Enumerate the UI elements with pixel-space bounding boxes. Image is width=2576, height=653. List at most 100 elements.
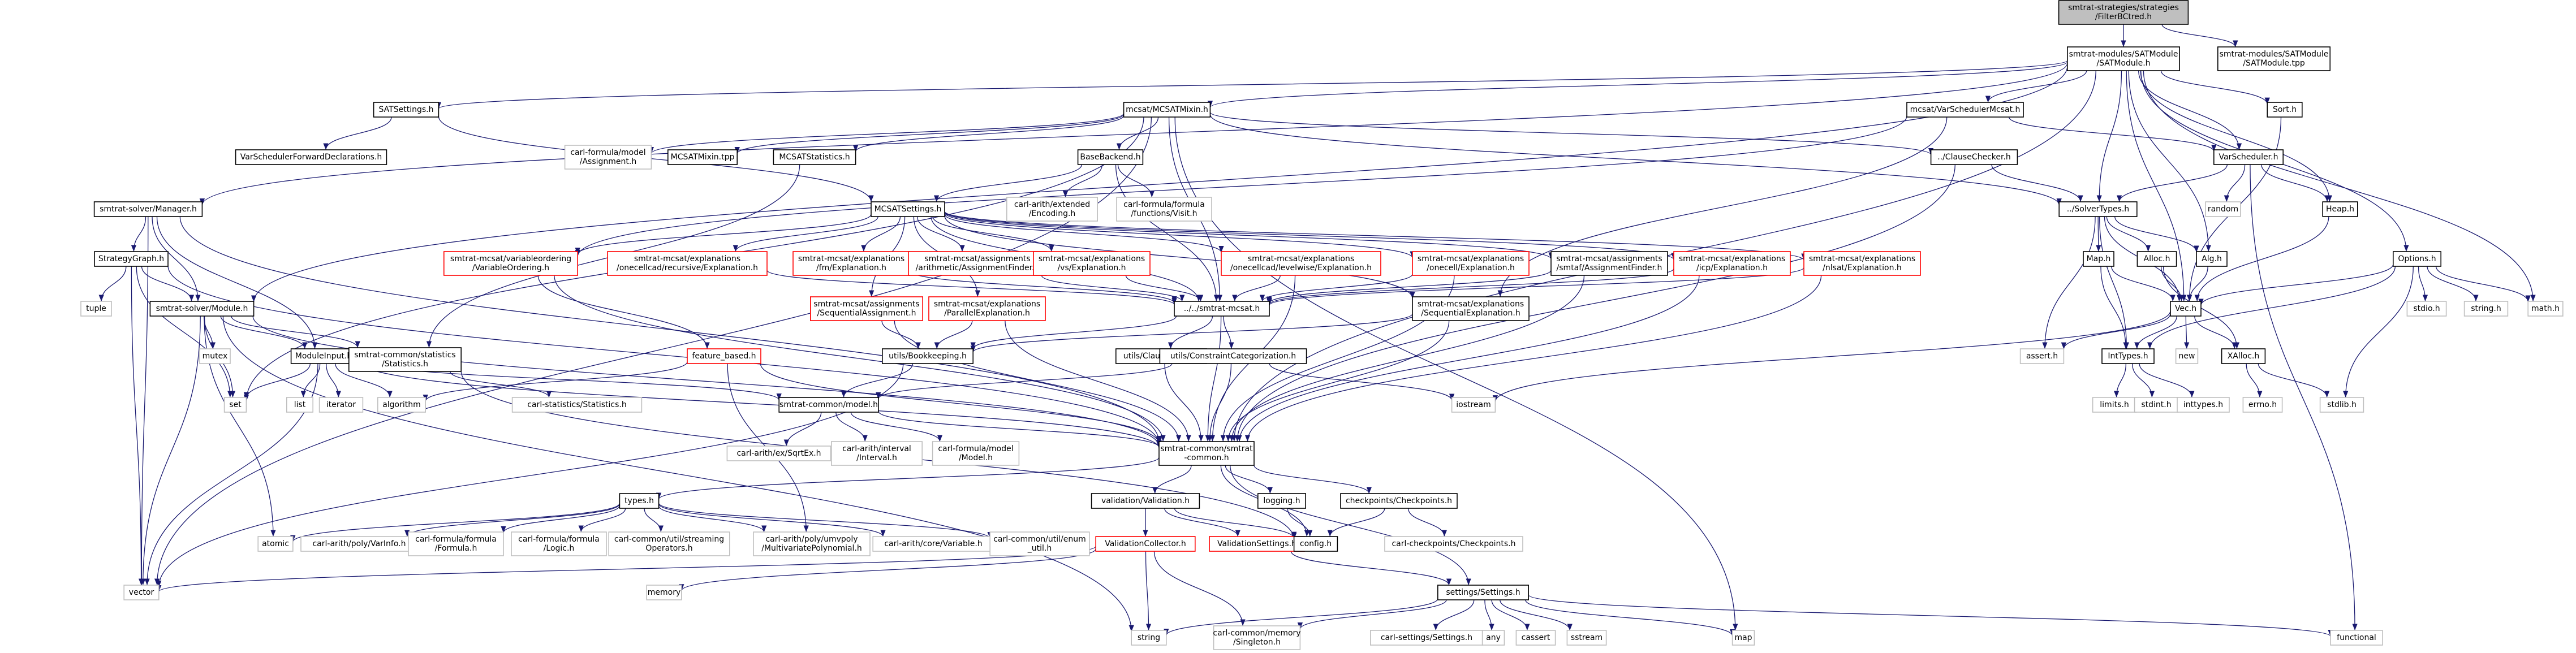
node-map[interactable]: map xyxy=(1731,630,1755,646)
node-heap[interactable]: Heap.h xyxy=(2322,201,2358,217)
node-alg[interactable]: Alg.h xyxy=(2196,251,2228,267)
node-carl-settings[interactable]: carl-settings/Settings.h xyxy=(1370,630,1484,646)
node-cf-formula[interactable]: carl-formula/formula/Formula.h xyxy=(408,531,504,556)
node-list[interactable]: list xyxy=(286,397,313,413)
node-cf-assignment[interactable]: carl-formula/model/Assignment.h xyxy=(564,145,652,170)
node-mcsatmixin[interactable]: mcsat/MCSATMixin.h xyxy=(1123,102,1211,118)
node-smtrat-common[interactable]: smtrat-common/smtrat-common.h xyxy=(1158,441,1255,466)
node-strategygraph[interactable]: StrategyGraph.h xyxy=(94,251,169,267)
node-tuple[interactable]: tuple xyxy=(80,301,112,317)
node-stats[interactable]: smtrat-common/statistics/Statistics.h xyxy=(348,347,462,372)
node-mutex[interactable]: mutex xyxy=(199,348,231,364)
node-options[interactable]: Options.h xyxy=(2392,251,2441,267)
node-algorithm[interactable]: algorithm xyxy=(377,397,426,413)
node-assign-seq[interactable]: smtrat-mcsat/assignments/SequentialAssig… xyxy=(810,296,924,321)
node-map-h[interactable]: Map.h xyxy=(2083,251,2114,267)
node-satmodule-tpp[interactable]: smtrat-modules/SATModule/SATModule.tpp xyxy=(2217,46,2331,71)
node-basebackend[interactable]: BaseBackend.h xyxy=(1077,149,1144,165)
node-carith-ext[interactable]: carl-arith/extended/Encoding.h xyxy=(1006,197,1099,222)
node-interval[interactable]: carl-arith/interval/Interval.h xyxy=(831,441,923,466)
node-expl-recursive[interactable]: smtrat-mcsat/explanations/onecellcad/rec… xyxy=(607,251,768,276)
node-any[interactable]: any xyxy=(1481,630,1505,646)
node-sqrtex[interactable]: carl-arith/ex/SqrtEx.h xyxy=(726,446,832,461)
node-stdlib-h[interactable]: stdlib.h xyxy=(2319,397,2364,413)
node-expl-parallel[interactable]: smtrat-mcsat/explanations/ParallelExplan… xyxy=(928,296,1046,321)
node-vec[interactable]: Vec.h xyxy=(2170,301,2202,317)
node-singleton[interactable]: carl-common/memory/Singleton.h xyxy=(1213,625,1301,650)
node-enum-util[interactable]: carl-common/util/enum_util.h xyxy=(989,531,1090,556)
node-clausechecker[interactable]: ../ClauseChecker.h xyxy=(1930,149,2018,165)
node-bookkeeping[interactable]: utils/Bookkeeping.h xyxy=(882,348,974,364)
node-manager[interactable]: smtrat-solver/Manager.h xyxy=(93,201,203,217)
node-iterator[interactable]: iterator xyxy=(318,397,364,413)
node-varordering[interactable]: smtrat-mcsat/variableordering/VariableOr… xyxy=(443,251,578,276)
node-model-h[interactable]: smtrat-common/model.h xyxy=(778,397,879,413)
node-root[interactable]: smtrat-strategies/strategies/FilterBCtre… xyxy=(2058,0,2189,25)
node-memory[interactable]: memory xyxy=(646,585,682,600)
node-constraintcat[interactable]: utils/ConstraintCategorization.h xyxy=(1159,348,1307,364)
node-expl-vs[interactable]: smtrat-mcsat/explanations/vs/Explanation… xyxy=(1033,251,1151,276)
node-atomic[interactable]: atomic xyxy=(257,536,294,552)
node-string-h[interactable]: string.h xyxy=(2463,301,2509,317)
node-expl-nlsat[interactable]: smtrat-mcsat/explanations/nlsat/Explanat… xyxy=(1803,251,1921,276)
node-config-h[interactable]: config.h xyxy=(1293,536,1338,552)
node-cform-visit[interactable]: carl-formula/formula/functions/Visit.h xyxy=(1116,197,1212,222)
node-limits-h[interactable]: limits.h xyxy=(2092,397,2137,413)
node-errno-h[interactable]: errno.h xyxy=(2242,397,2283,413)
node-variable-h[interactable]: carl-arith/core/Variable.h xyxy=(872,536,994,552)
node-satsettings[interactable]: SATSettings.h xyxy=(373,102,440,118)
node-model-model[interactable]: carl-formula/model/Model.h xyxy=(932,441,1020,466)
node-assign-smtaf[interactable]: smtrat-mcsat/assignments/smtaf/Assignmen… xyxy=(1550,251,1668,276)
node-math-h[interactable]: math.h xyxy=(2527,301,2564,317)
node-multipoly[interactable]: carl-arith/poly/umvpoly/MultivariatePoly… xyxy=(753,531,871,556)
node-new[interactable]: new xyxy=(2175,348,2199,364)
node-vector[interactable]: vector xyxy=(123,585,160,600)
node-carl-checkpoints[interactable]: carl-checkpoints/Checkpoints.h xyxy=(1384,536,1523,552)
node-stdint-h[interactable]: stdint.h xyxy=(2134,397,2179,413)
node-expl-onecell[interactable]: smtrat-mcsat/explanations/onecell/Explan… xyxy=(1412,251,1530,276)
node-sort[interactable]: Sort.h xyxy=(2267,102,2303,118)
node-varscheduler[interactable]: VarScheduler.h xyxy=(2213,149,2284,165)
node-sstream[interactable]: sstream xyxy=(1566,630,1607,646)
node-cassert[interactable]: cassert xyxy=(1515,630,1556,646)
node-feature-based[interactable]: feature_based.h xyxy=(687,348,761,364)
node-inttypes-sys[interactable]: inttypes.h xyxy=(2177,397,2230,413)
node-logging-h[interactable]: logging.h xyxy=(1257,493,1307,509)
node-cstats[interactable]: carl-statistics/Statistics.h xyxy=(511,397,643,413)
node-moduleinput[interactable]: ModuleInput.h xyxy=(290,348,357,364)
node-satmodule-h[interactable]: smtrat-modules/SATModule/SATModule.h xyxy=(2067,46,2181,71)
node-varinfo[interactable]: carl-arith/poly/VarInfo.h xyxy=(300,536,418,552)
node-types-h[interactable]: types.h xyxy=(619,493,660,509)
node-solvertypes[interactable]: ../SolverTypes.h xyxy=(2058,201,2138,217)
node-smtrat-mcsat[interactable]: ../../smtrat-mcsat.h xyxy=(1174,301,1270,317)
node-set[interactable]: set xyxy=(223,397,247,413)
node-cf-logic[interactable]: carl-formula/formula/Logic.h xyxy=(511,531,607,556)
node-expl-fm[interactable]: smtrat-mcsat/explanations/fm/Explanation… xyxy=(792,251,910,276)
edge-smtrat-common-to-types-h xyxy=(656,457,1160,500)
node-vsmcsat[interactable]: mcsat/VarSchedulerMcsat.h xyxy=(1906,102,2024,118)
node-mcsatmixin-tpp[interactable]: MCSATMixin.tpp xyxy=(667,149,738,165)
node-functional[interactable]: functional xyxy=(2330,630,2383,646)
node-inttypes-h[interactable]: IntTypes.h xyxy=(2101,348,2155,364)
node-stdio[interactable]: stdio.h xyxy=(2406,301,2447,317)
node-smtsolvermodule[interactable]: smtrat-solver/Module.h xyxy=(149,301,255,317)
node-vsfwd[interactable]: VarSchedulerForwardDeclarations.h xyxy=(235,149,387,165)
node-expl-seq[interactable]: smtrat-mcsat/explanations/SequentialExpl… xyxy=(1412,296,1530,321)
node-expl-icp[interactable]: smtrat-mcsat/explanations/icp/Explanatio… xyxy=(1673,251,1791,276)
node-alloc[interactable]: Alloc.h xyxy=(2136,251,2177,267)
node-random[interactable]: random xyxy=(2205,201,2241,217)
node-valcollector[interactable]: ValidationCollector.h xyxy=(1095,536,1196,552)
node-iostream[interactable]: iostream xyxy=(1451,397,1496,413)
node-expl-levelwise[interactable]: smtrat-mcsat/explanations/onecellcad/lev… xyxy=(1221,251,1381,276)
node-valsettings[interactable]: ValidationSettings.h xyxy=(1209,536,1305,552)
node-validation-h[interactable]: validation/Validation.h xyxy=(1091,493,1200,509)
node-mcsatstats[interactable]: MCSATStatistics.h xyxy=(773,149,856,165)
node-assert-h[interactable]: assert.h xyxy=(2019,348,2065,364)
node-string[interactable]: string xyxy=(1131,630,1167,646)
node-checkpoints-h[interactable]: checkpoints/Checkpoints.h xyxy=(1340,493,1458,509)
node-mcsatsettings[interactable]: MCSATSettings.h xyxy=(871,201,945,217)
node-xalloc[interactable]: XAlloc.h xyxy=(2221,348,2266,364)
node-assign-arith[interactable]: smtrat-mcsat/assignments/arithmetic/Assi… xyxy=(908,251,1047,276)
node-settings-h[interactable]: settings/Settings.h xyxy=(1437,585,1530,600)
